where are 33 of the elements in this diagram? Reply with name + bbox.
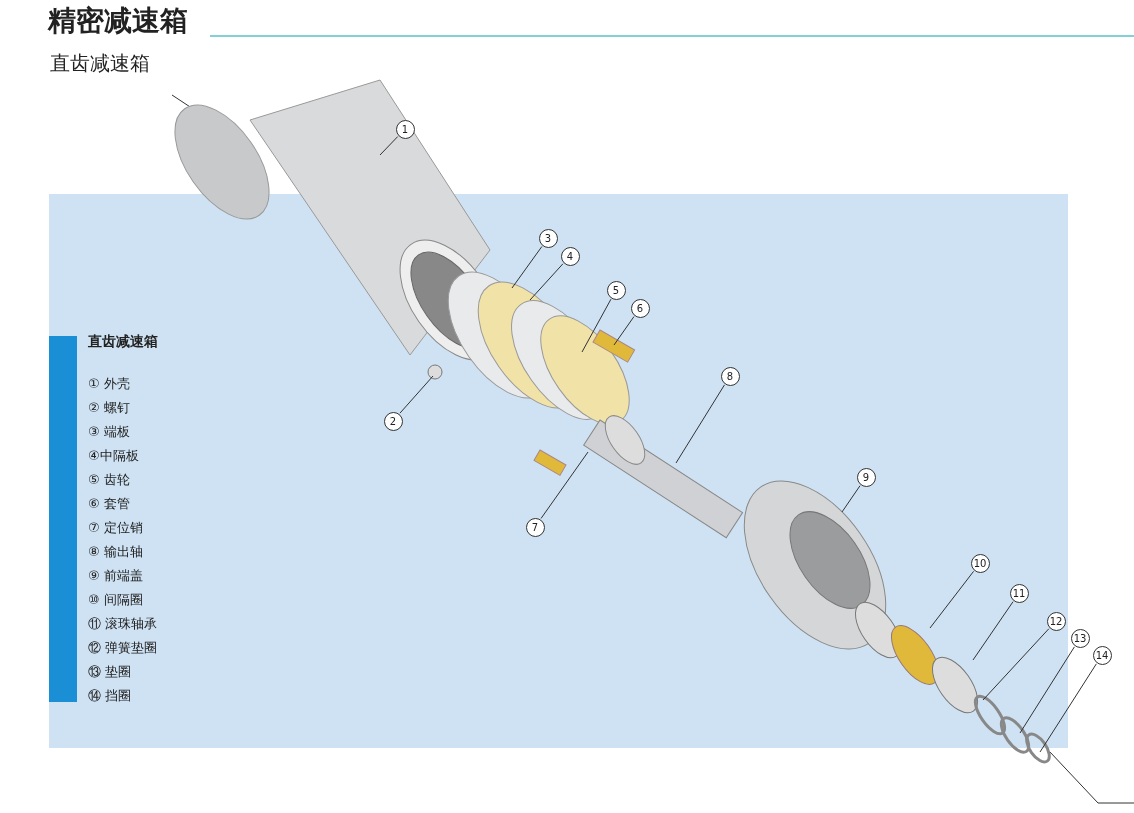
leader-line — [613, 316, 635, 346]
part-list-item: ① 外壳 — [88, 375, 130, 393]
part-list-item: ⑤ 齿轮 — [88, 471, 130, 489]
leader-line — [1019, 646, 1075, 734]
part-list-item: ③ 端板 — [88, 423, 130, 441]
part-list-item: ② 螺钉 — [88, 399, 130, 417]
part-list-item: ⑨ 前端盖 — [88, 567, 143, 585]
leader-line — [675, 384, 725, 464]
leader-line — [982, 628, 1050, 701]
leader-line — [581, 298, 612, 353]
part-list-item: ⑦ 定位销 — [88, 519, 143, 537]
part-list-item: ④中隔板 — [88, 447, 139, 465]
leader-line — [841, 485, 861, 513]
leader-line — [972, 601, 1014, 661]
callout-number: 13 — [1070, 628, 1090, 648]
part-list-item: ⑥ 套管 — [88, 495, 130, 513]
callout-number: 14 — [1092, 645, 1112, 665]
leader-line — [511, 246, 543, 289]
part-list-item: ⑪ 滚珠轴承 — [88, 615, 158, 633]
leader-line — [399, 375, 434, 414]
leader-line — [529, 263, 564, 301]
part-list-item: ⑭ 挡圈 — [88, 687, 132, 705]
part-list-item: ⑩ 间隔圈 — [88, 591, 143, 609]
subtitle: 直齿减速箱 — [50, 50, 150, 77]
leader-line — [1039, 663, 1097, 753]
part-list-item: ⑫ 弹簧垫圈 — [88, 639, 158, 657]
title: 精密减速箱 — [48, 3, 188, 39]
leader-line — [379, 136, 399, 156]
leader-line — [540, 451, 589, 519]
list-heading: 直齿减速箱 — [88, 333, 158, 351]
part-list-item: ⑧ 输出轴 — [88, 543, 143, 561]
leader-line — [929, 570, 975, 629]
part-list-item: ⑬ 垫圈 — [88, 663, 132, 681]
